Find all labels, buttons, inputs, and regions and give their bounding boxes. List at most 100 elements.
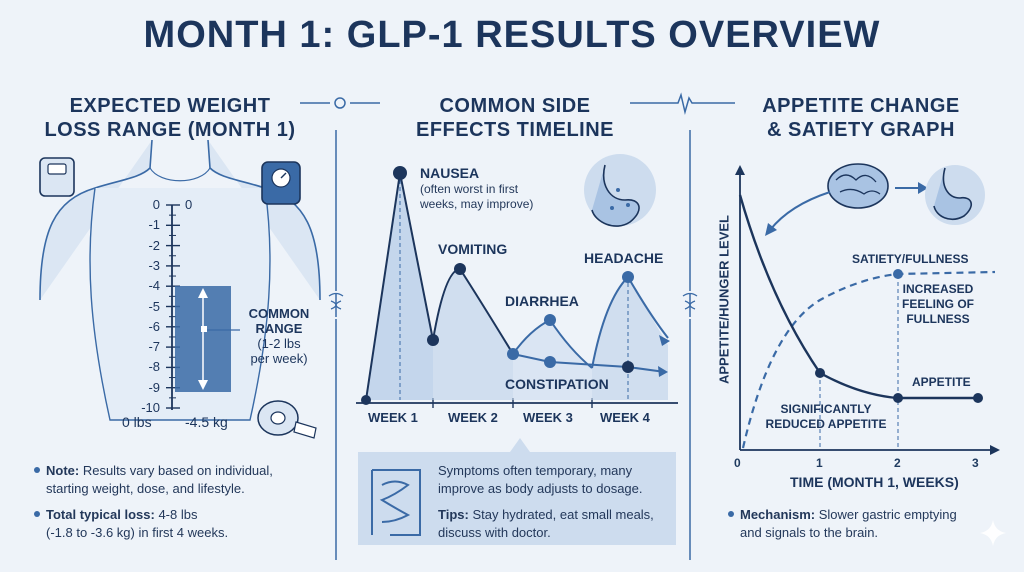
note-text-2: starting weight, dose, and lifestyle.: [46, 481, 245, 496]
scale-dial-icon: [261, 161, 301, 205]
note-label: Note:: [46, 463, 80, 478]
panel1-note: Note: Results vary based on individual, …: [34, 462, 324, 542]
panel1-heading-line2: LOSS RANGE (MONTH 1): [44, 119, 296, 141]
total-text-1: 4-8 lbs: [154, 507, 198, 522]
point-headache: [622, 271, 634, 283]
bottom-right-label: -4.5 kg: [185, 414, 228, 430]
panel1-heading-line1: EXPECTED WEIGHT: [69, 95, 271, 117]
week-1-label: WEEK 1: [368, 410, 418, 425]
point-week2: [507, 348, 519, 360]
stomach-icon: [584, 154, 656, 227]
point-nausea: [393, 166, 407, 180]
ruler-label: -8: [148, 359, 160, 375]
common-range-sub-1: (1-2 lbs: [257, 336, 301, 351]
ruler-label: 0: [152, 197, 160, 212]
callout-line-1: Symptoms often temporary, many: [438, 463, 633, 478]
mechanism-line-1: Slower gastric emptying: [815, 507, 957, 522]
mechanism-note: Mechanism: Slower gastric emptying and s…: [728, 506, 1008, 542]
bullet-icon: [34, 467, 40, 473]
callout-line-2: improve as body adjusts to dosage.: [438, 481, 643, 496]
appetite-label: APPETITE: [912, 375, 971, 389]
common-range-title-1: COMMON: [248, 306, 310, 321]
total-text-2: (-1.8 to -3.6 kg) in first 4 weeks.: [46, 525, 229, 540]
bottom-left-label: 0 lbs: [122, 414, 152, 430]
bullet-icon: [728, 511, 734, 517]
ruler-label: -2: [148, 237, 160, 253]
callout-text: Symptoms often temporary, many improve a…: [438, 462, 674, 542]
brain-icon: [827, 163, 889, 209]
week-3-label: WEEK 3: [523, 410, 573, 425]
sparkle-icon: [980, 520, 1006, 546]
increased-fullness-label: INCREASED FEELING OF FULLNESS: [886, 282, 990, 327]
tips-line-1: Stay hydrated, eat small meals,: [468, 507, 654, 522]
x-tick-3: 3: [972, 456, 979, 470]
increased-line-1: INCREASED: [902, 282, 974, 296]
panel2-heading: COMMON SIDE EFFECTS TIMELINE: [370, 94, 660, 142]
reduced-line-2: REDUCED APPETITE: [765, 417, 887, 431]
caduceus-icon: [326, 291, 346, 319]
nausea-label: NAUSEA: [420, 165, 480, 181]
caduceus-icon: [680, 291, 700, 319]
ruler-label: -4: [148, 278, 160, 294]
common-range-label: COMMON RANGE (1-2 lbs per week): [240, 306, 318, 366]
panel2-heading-line2: EFFECTS TIMELINE: [416, 119, 614, 141]
week-4-label: WEEK 4: [600, 410, 650, 425]
point-start: [361, 395, 371, 405]
common-range-title-2: RANGE: [255, 321, 303, 336]
panel3-heading-line2: & SATIETY GRAPH: [767, 119, 955, 141]
ruler-label: -10: [141, 400, 160, 415]
constipation-label: CONSTIPATION: [505, 376, 609, 392]
x-tick-2: 2: [894, 456, 901, 470]
satiety-curve: [741, 270, 996, 449]
ruler-label: -3: [148, 257, 160, 273]
callout-box: [358, 438, 676, 545]
ruler-label: -7: [148, 339, 160, 355]
tips-label: Tips:: [438, 507, 469, 522]
bathroom-scale-icon: [39, 157, 75, 197]
nausea-sub-2: weeks, may improve): [420, 197, 534, 211]
ruler-label: -9: [148, 379, 160, 395]
mechanism-line-2: and signals to the brain.: [740, 525, 879, 540]
reduced-appetite-label: SIGNIFICANTLY REDUCED APPETITE: [756, 402, 896, 432]
weight-loss-figure: [39, 139, 321, 439]
point-week4: [622, 361, 634, 373]
headache-label: HEADACHE: [584, 250, 664, 266]
stomach-icon: [925, 165, 985, 225]
panel3-heading: APPETITE CHANGE & SATIETY GRAPH: [716, 94, 1006, 142]
appetite-curve: [738, 194, 978, 400]
page-title: MONTH 1: GLP-1 RESULTS OVERVIEW: [143, 14, 881, 56]
total-label: Total typical loss:: [46, 507, 155, 522]
panel2-heading-line1: COMMON SIDE: [439, 95, 591, 117]
nausea-sublabel: (often worst in first weeks, may improve…: [420, 182, 533, 212]
reduced-line-1: SIGNIFICANTLY: [780, 402, 872, 416]
ruler-top-right-label: 0: [185, 197, 193, 212]
x-tick-1: 1: [816, 456, 823, 470]
point-vomiting: [454, 263, 466, 275]
point-week1-low: [427, 334, 439, 346]
mechanism-label: Mechanism:: [740, 507, 816, 522]
week-2-label: WEEK 2: [448, 410, 498, 425]
ruler-label: -5: [148, 298, 160, 314]
panel1-heading: EXPECTED WEIGHT LOSS RANGE (MONTH 1): [20, 94, 320, 142]
satiety-label: SATIETY/FULLNESS: [852, 252, 969, 266]
ruler-label: -1: [148, 217, 160, 233]
nausea-sub-1: (often worst in first: [420, 182, 519, 196]
y-axis-label: APPETITE/HUNGER LEVEL: [716, 214, 732, 385]
increased-line-2: FEELING OF: [902, 297, 974, 311]
point-constipation: [544, 356, 556, 368]
ruler-label: -6: [148, 318, 160, 334]
connector-dot-icon: [334, 97, 346, 109]
heartbeat-icon: [672, 92, 700, 115]
x-axis-label: TIME (MONTH 1, WEEKS): [790, 474, 959, 490]
point-diarrhea: [544, 314, 556, 326]
vomiting-label: VOMITING: [438, 241, 508, 257]
tape-measure-icon: [257, 400, 317, 439]
bullet-icon: [34, 511, 40, 517]
common-range-sub-2: per week): [250, 351, 308, 366]
increased-line-3: FULLNESS: [906, 312, 970, 326]
x-tick-0: 0: [734, 456, 741, 470]
note-text-1: Results vary based on individual,: [79, 463, 273, 478]
panel3-heading-line1: APPETITE CHANGE: [762, 95, 960, 117]
